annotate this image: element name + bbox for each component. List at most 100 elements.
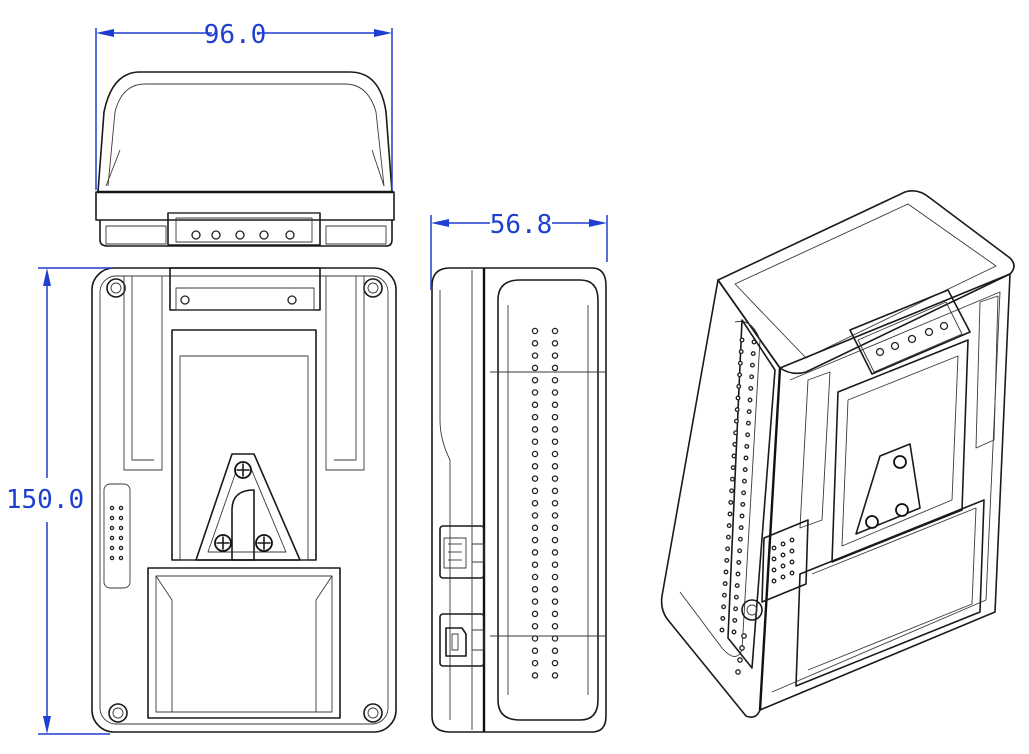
grip-dot <box>737 372 743 378</box>
grip-dot <box>738 349 744 355</box>
front-view-indicator-grid <box>103 483 131 589</box>
height-dimension-label: 150.0 <box>6 485 84 515</box>
top-view-contact-pins <box>191 230 295 240</box>
grip-dot <box>780 563 786 569</box>
grip-dot <box>720 615 726 621</box>
grip-dot <box>531 340 539 347</box>
grip-dot <box>736 559 742 565</box>
front-view <box>91 267 397 733</box>
grip-dot <box>771 567 777 573</box>
grip-dot <box>551 586 559 593</box>
grip-dot <box>531 413 539 421</box>
grip-dot <box>531 586 539 593</box>
grip-dot <box>531 352 539 359</box>
grip-dot <box>745 432 751 438</box>
grip-dot <box>531 549 539 556</box>
grip-dot <box>744 443 750 449</box>
grip-dot <box>531 364 539 372</box>
grip-dot <box>531 610 539 618</box>
grip-dot <box>724 557 730 563</box>
grip-dot <box>750 351 756 357</box>
width-dimension-label: 96.0 <box>204 20 267 50</box>
grip-dot <box>531 389 539 396</box>
grip-dot <box>771 545 777 551</box>
grip-dot <box>551 352 559 359</box>
isometric-view <box>660 190 1015 718</box>
grip-dot <box>551 672 559 679</box>
grip-dot <box>721 592 727 598</box>
grip-dot <box>729 488 735 494</box>
grip-dot <box>531 401 539 409</box>
grip-dot <box>749 374 755 380</box>
grip-dot <box>732 441 738 447</box>
grip-dot <box>551 438 559 445</box>
grip-dot <box>749 362 755 368</box>
grip-dot <box>531 450 539 458</box>
grip-dot <box>551 340 559 347</box>
grip-dot <box>551 327 559 335</box>
side-view-dtap-port <box>439 613 485 667</box>
grip-dot <box>780 541 786 547</box>
front-view-lock-screws <box>214 461 273 552</box>
grip-dot <box>531 376 539 384</box>
grip-dot <box>741 478 747 484</box>
grip-dot <box>739 513 745 519</box>
grip-dot <box>741 490 747 496</box>
isometric-contact-pins <box>875 321 949 357</box>
grip-dot <box>725 534 731 540</box>
grip-dot <box>531 438 539 445</box>
grip-dot <box>735 395 741 401</box>
grip-dot <box>740 501 746 507</box>
grip-dot <box>723 569 729 575</box>
grip-dot <box>551 376 559 384</box>
grip-dot <box>531 463 539 470</box>
grip-dot <box>746 409 752 415</box>
grip-dot <box>733 418 739 424</box>
side-view-usb-port <box>439 525 485 579</box>
grip-dot <box>789 559 795 565</box>
grip-dot <box>551 610 559 618</box>
grip-dot <box>725 546 731 552</box>
grip-dot <box>733 430 739 436</box>
grip-dot <box>780 574 786 580</box>
grip-dot <box>789 548 795 554</box>
grip-dot <box>551 401 559 409</box>
grip-dot <box>748 385 754 391</box>
isometric-indicator-grid <box>771 537 795 584</box>
grip-dot <box>736 383 742 389</box>
grip-dot <box>551 450 559 458</box>
grip-dot <box>551 524 559 532</box>
grip-dot <box>531 659 539 667</box>
grip-dot <box>551 475 559 482</box>
grip-dot <box>531 426 539 433</box>
grip-dot <box>742 467 748 473</box>
grip-dot <box>734 583 740 589</box>
grip-dot <box>551 549 559 556</box>
dimension-depth: 56.8 <box>430 210 608 290</box>
grip-dot <box>551 647 559 655</box>
grip-dot <box>551 499 559 507</box>
grip-dot <box>531 635 539 642</box>
grip-dot <box>737 536 743 542</box>
grip-dot <box>531 561 539 568</box>
grip-dot <box>551 364 559 372</box>
grip-dot <box>731 629 737 635</box>
grip-dot <box>551 463 559 470</box>
grip-dot <box>747 397 753 403</box>
grip-dot <box>739 337 745 343</box>
grip-dot <box>780 552 786 558</box>
grip-dot <box>531 536 539 544</box>
grip-dot <box>531 487 539 495</box>
grip-dot <box>728 499 734 505</box>
grip-dot <box>531 573 539 581</box>
grip-dot <box>733 606 739 612</box>
grip-dot <box>531 647 539 655</box>
grip-dot <box>531 622 539 630</box>
grip-dot <box>737 548 743 554</box>
grip-dot <box>727 511 733 517</box>
depth-dimension-label: 56.8 <box>490 210 553 240</box>
grip-dot <box>551 622 559 630</box>
isometric-status-leds <box>735 633 747 675</box>
grip-dot <box>732 617 738 623</box>
